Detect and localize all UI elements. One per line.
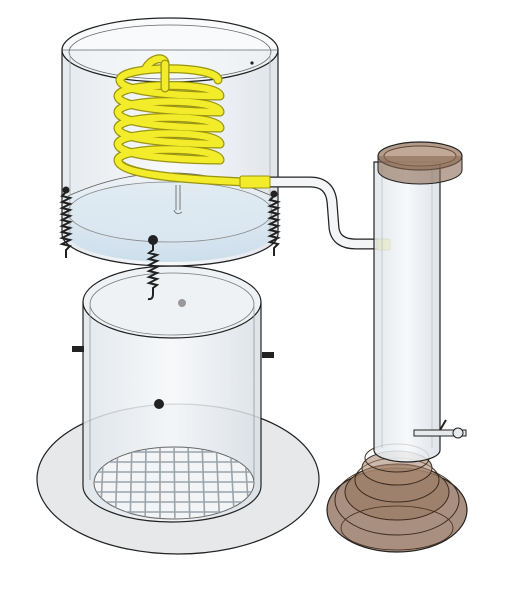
transfer-tube: [239, 175, 391, 251]
tension-springs: [59, 186, 281, 301]
spring-left: [59, 186, 73, 258]
measuring-tube: [373, 141, 463, 463]
back-hole: [178, 299, 186, 307]
yellow-heating-coil: [113, 54, 250, 187]
spring-right: [267, 190, 281, 256]
side-peg-left: [72, 346, 84, 352]
front-knob: [154, 399, 164, 409]
drain-valve: [413, 419, 467, 439]
side-peg-right: [262, 352, 274, 358]
measuring-tube-base: [326, 443, 468, 553]
spring-center: [146, 235, 160, 301]
